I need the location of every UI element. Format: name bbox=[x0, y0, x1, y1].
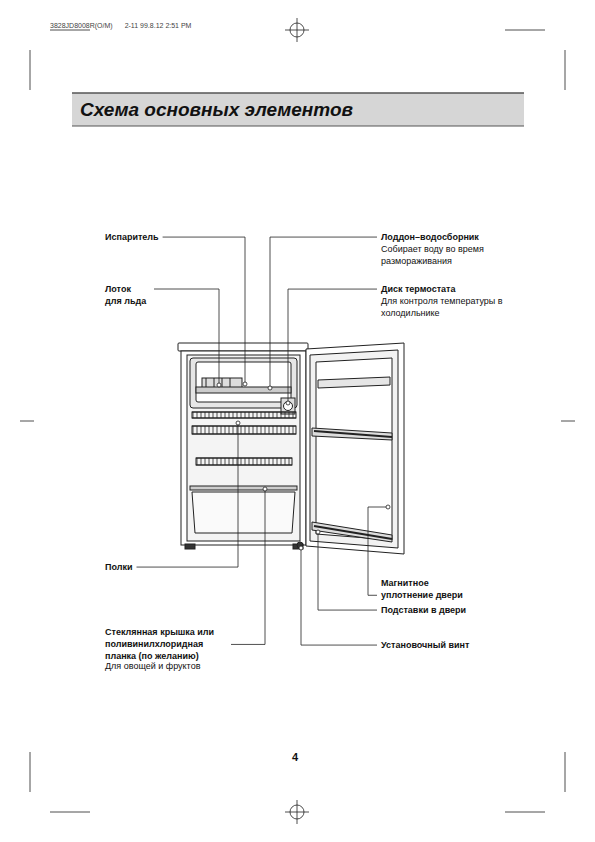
part-name: Магнитное уплотнение двери bbox=[381, 577, 466, 601]
leader-line bbox=[154, 289, 219, 385]
title-rule bbox=[72, 92, 524, 94]
leader-dot bbox=[299, 546, 303, 550]
part-name: Установочный винт bbox=[381, 639, 469, 651]
leader-dot bbox=[286, 401, 290, 405]
part-name: Лоток для льда bbox=[105, 283, 150, 307]
leader-line bbox=[288, 289, 377, 403]
part-name: Подставки в двери bbox=[381, 604, 466, 616]
leader-line bbox=[163, 237, 245, 384]
part-name: Диск термостата bbox=[381, 283, 456, 295]
leader-line bbox=[318, 532, 377, 610]
part-name: Испаритель bbox=[105, 231, 159, 243]
leader-dot bbox=[263, 487, 267, 491]
part-description: Для контроля температуры в холодильнике bbox=[381, 295, 511, 319]
part-description: Собирает воду во время размораживания bbox=[381, 243, 506, 267]
leader-line bbox=[301, 548, 377, 645]
part-name: Стеклянная крышка или поливинилхлоридная… bbox=[105, 626, 227, 662]
leader-dot bbox=[386, 505, 390, 509]
leader-line bbox=[231, 489, 265, 644]
part-description: Для овощей и фруктов bbox=[105, 660, 200, 672]
leader-dot bbox=[268, 386, 272, 390]
crop-marks bbox=[20, 18, 575, 824]
leader-dot bbox=[243, 382, 247, 386]
leader-line bbox=[270, 237, 377, 388]
leader-dot bbox=[316, 530, 320, 534]
refrigerator-door bbox=[297, 343, 404, 554]
part-name: Лоддон–водосборник bbox=[381, 231, 479, 243]
page-title: Схема основных элементов bbox=[80, 97, 353, 123]
page-number: 4 bbox=[292, 750, 298, 765]
leader-dot bbox=[217, 383, 221, 387]
print-header: 2-11 99.8.12 2:51 PM bbox=[125, 22, 192, 29]
title-band bbox=[72, 93, 524, 126]
leader-dot bbox=[236, 421, 240, 425]
part-name: Полки bbox=[105, 561, 133, 573]
print-header: 3828JD8008R(O/M) bbox=[50, 22, 113, 29]
refrigerator bbox=[178, 343, 308, 549]
title-rule bbox=[72, 126, 524, 127]
leader-line bbox=[137, 423, 239, 567]
